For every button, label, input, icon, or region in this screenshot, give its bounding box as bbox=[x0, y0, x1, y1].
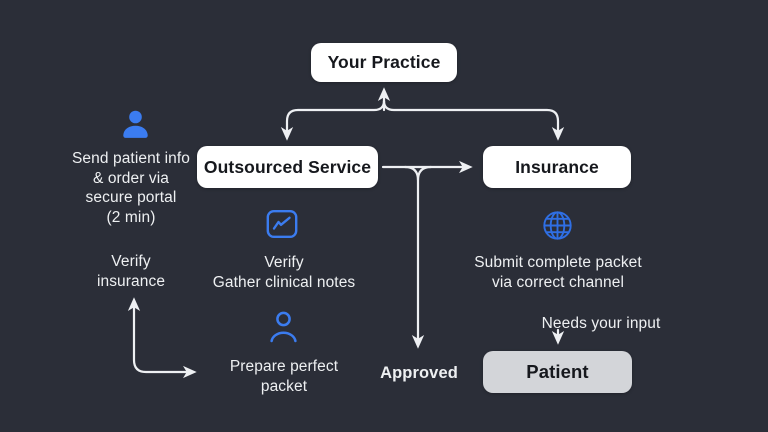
label-submit-packet: Submit complete packet via correct chann… bbox=[474, 254, 642, 291]
arrow-verify-prepare bbox=[127, 297, 197, 379]
person-filled-icon bbox=[123, 110, 148, 138]
arrow-to-insurance-top bbox=[382, 99, 565, 141]
node-insurance: Insurance bbox=[483, 146, 631, 188]
arrow-fillet bbox=[416, 165, 433, 182]
arrow-to-outsourced bbox=[280, 99, 386, 141]
node-patient: Patient bbox=[483, 351, 632, 393]
label-needs-input: Needs your input bbox=[541, 315, 661, 332]
chart-uptrend-icon bbox=[266, 210, 298, 239]
label-verify-insurance: Verify insurance bbox=[96, 253, 166, 290]
label-approved: Approved bbox=[380, 364, 458, 382]
label-prepare-packet: Prepare perfect packet bbox=[229, 358, 339, 395]
person-outline-icon bbox=[270, 311, 297, 343]
globe-icon bbox=[543, 211, 572, 240]
node-outsourced-service: Outsourced Service bbox=[197, 146, 378, 188]
label-verify-gather: Verify Gather clinical notes bbox=[212, 254, 356, 291]
arrow-to-approved bbox=[403, 165, 425, 349]
label-send-info: Send patient info & order via secure por… bbox=[71, 150, 191, 226]
node-your-practice: Your Practice bbox=[311, 43, 457, 82]
